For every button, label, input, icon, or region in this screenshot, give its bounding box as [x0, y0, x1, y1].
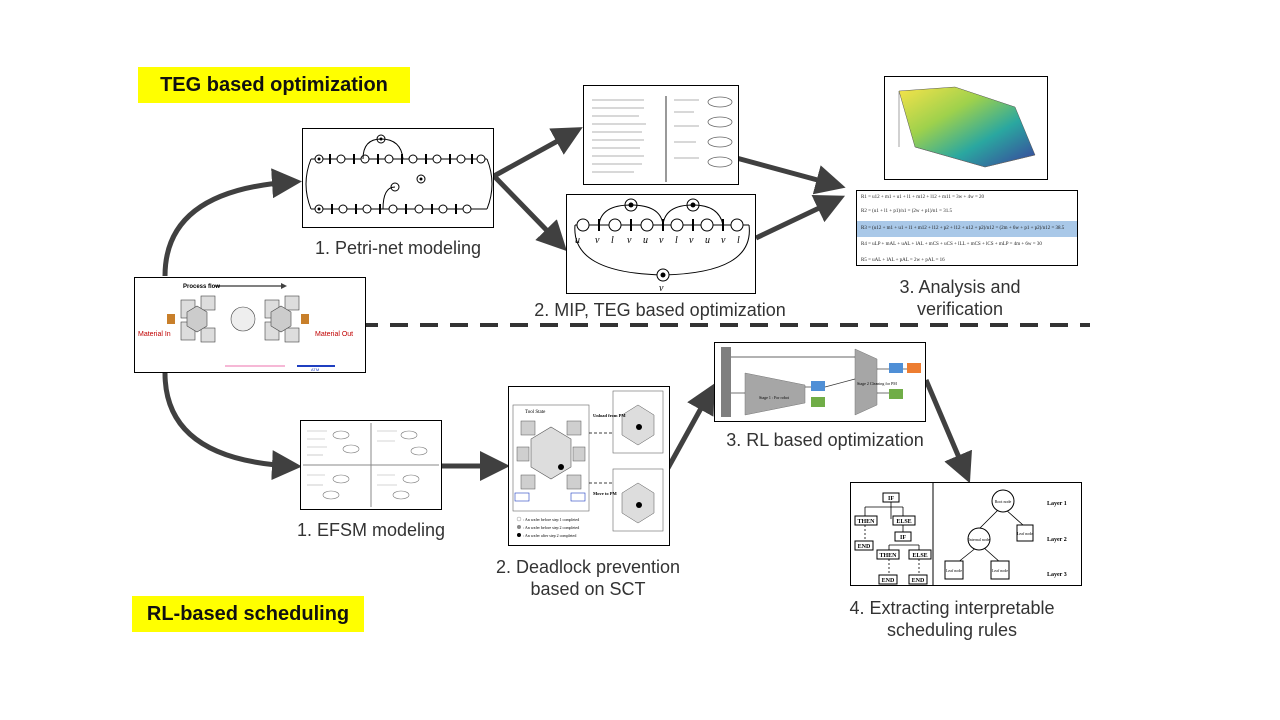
caption-deadlock-line1: 2. Deadlock prevention: [495, 557, 681, 577]
caption-rules-line1: 4. Extracting interpretable: [849, 598, 1055, 618]
tree-if-2: IF: [900, 535, 906, 541]
tree-leaf-node-1: Leaf node: [1017, 531, 1033, 536]
tree-end-1: END: [858, 544, 871, 550]
tree-else-1: ELSE: [896, 519, 911, 525]
legend-2: : An wafer before step 2 completed: [523, 525, 579, 530]
move-label: Move to PM: [593, 491, 617, 496]
svg-text:u: u: [705, 235, 710, 246]
svg-text:v: v: [659, 235, 664, 246]
caption-analysis-line1: 3. Analysis and: [899, 277, 1021, 297]
svg-text:v: v: [659, 283, 664, 293]
tree-end-2: END: [882, 578, 895, 584]
material-in-label: Material In: [138, 331, 171, 338]
svg-text:v: v: [595, 235, 600, 246]
tree-then-1: THEN: [857, 519, 875, 525]
unload-label: Unload from PM: [593, 413, 626, 418]
equation-r5: R5 = uAL + lAL + pAL = 2w + pAL = 16: [861, 258, 945, 263]
arrow-to-analysis-2: [754, 195, 846, 241]
equation-r2: R2 = (u1 + l1 + p1)/n1 = (2w + p1)/n1 = …: [861, 209, 952, 214]
stage2-label: Stage 2 Cleaning for PM: [857, 381, 897, 386]
section-divider: [360, 323, 1090, 327]
svg-text:l: l: [675, 235, 678, 246]
legend-1: : An wafer before step 1 completed: [523, 517, 579, 522]
tree-if-1: IF: [888, 496, 894, 502]
efsm-image: [300, 420, 442, 510]
svg-text:l: l: [611, 235, 614, 246]
caption-rules: 4. Extracting interpretable scheduling r…: [820, 597, 1084, 641]
material-out-label: Material Out: [315, 331, 353, 338]
arrow-to-efsm: [162, 372, 302, 481]
tree-else-2: ELSE: [912, 553, 927, 559]
sct-deadlock-image: Tool State Unload from PM Move to PM : A…: [508, 386, 670, 546]
svg-text:v: v: [689, 235, 694, 246]
surface-plot-image: [884, 76, 1048, 180]
caption-mip: 2. MIP, TEG based optimization: [534, 300, 786, 320]
mip-formulation-image: [583, 85, 739, 185]
arrow-to-rl: [665, 383, 715, 470]
caption-rl: 3. RL based optimization: [726, 430, 924, 450]
equation-r3: R3 = (u12 + m1 + u1 + l1 + m12 + l12 + p…: [857, 221, 1077, 237]
process-flow-title: Process flow: [183, 284, 220, 290]
caption-petri: 1. Petri-net modeling: [314, 238, 482, 258]
tree-root-node: Root node: [995, 499, 1012, 504]
equation-r4: R4 = uLP + mAL + uAL + lAL + mCS + uCS +…: [861, 242, 1042, 247]
equation-r1: R1 = u12 + m1 + u1 + l1 + m12 + l12 + m1…: [861, 195, 985, 200]
arrow-to-petri: [162, 168, 302, 277]
arrow-to-rules: [923, 379, 972, 484]
tree-leaf-node-2: Leaf node: [946, 568, 962, 573]
layer-1-label: Layer 1: [1047, 501, 1067, 507]
svg-text:u: u: [575, 235, 580, 246]
teg-section-header: TEG based optimization: [138, 67, 410, 103]
rl-section-header: RL-based scheduling: [132, 596, 364, 632]
svg-text:v: v: [627, 235, 632, 246]
caption-analysis-line2: verification: [916, 299, 1004, 319]
stage1-label: Stage 1 : For robot: [759, 395, 790, 400]
layer-2-label: Layer 2: [1047, 537, 1067, 543]
svg-text:l: l: [737, 235, 740, 246]
atm-label: ATM: [311, 367, 319, 372]
rl-network-image: Stage 1 : For robot Stage 2 Cleaning for…: [714, 342, 926, 422]
tree-then-2: THEN: [879, 553, 897, 559]
svg-text:u: u: [643, 235, 648, 246]
caption-deadlock: 2. Deadlock prevention based on SCT: [472, 556, 704, 600]
decision-tree-image: IF THEN ELSE IF END THEN ELSE END END Ro…: [850, 482, 1082, 586]
legend-3: : An wafer after step 2 completed: [523, 533, 576, 538]
arrow-to-mip-2: [492, 174, 567, 252]
caption-efsm: 1. EFSM modeling: [296, 520, 446, 540]
arrow-to-mip-1: [492, 127, 583, 179]
equations-panel: R1 = u12 + m1 + u1 + l1 + m12 + l12 + m1…: [856, 190, 1078, 266]
tree-internal-node: Internal node: [968, 537, 989, 542]
caption-analysis: 3. Analysis and verification: [860, 276, 1060, 320]
petri-net-image: [302, 128, 494, 228]
layer-3-label: Layer 3: [1047, 572, 1067, 578]
tree-leaf-node-3: Leaf node: [992, 568, 1008, 573]
svg-text:v: v: [721, 235, 726, 246]
caption-rules-line2: scheduling rules: [886, 620, 1018, 640]
caption-deadlock-line2: based on SCT: [530, 579, 646, 599]
tree-end-3: END: [912, 578, 925, 584]
tool-state-label: Tool State: [525, 410, 546, 415]
process-flow-image: Process flow Material In Material Out AT…: [134, 277, 366, 373]
